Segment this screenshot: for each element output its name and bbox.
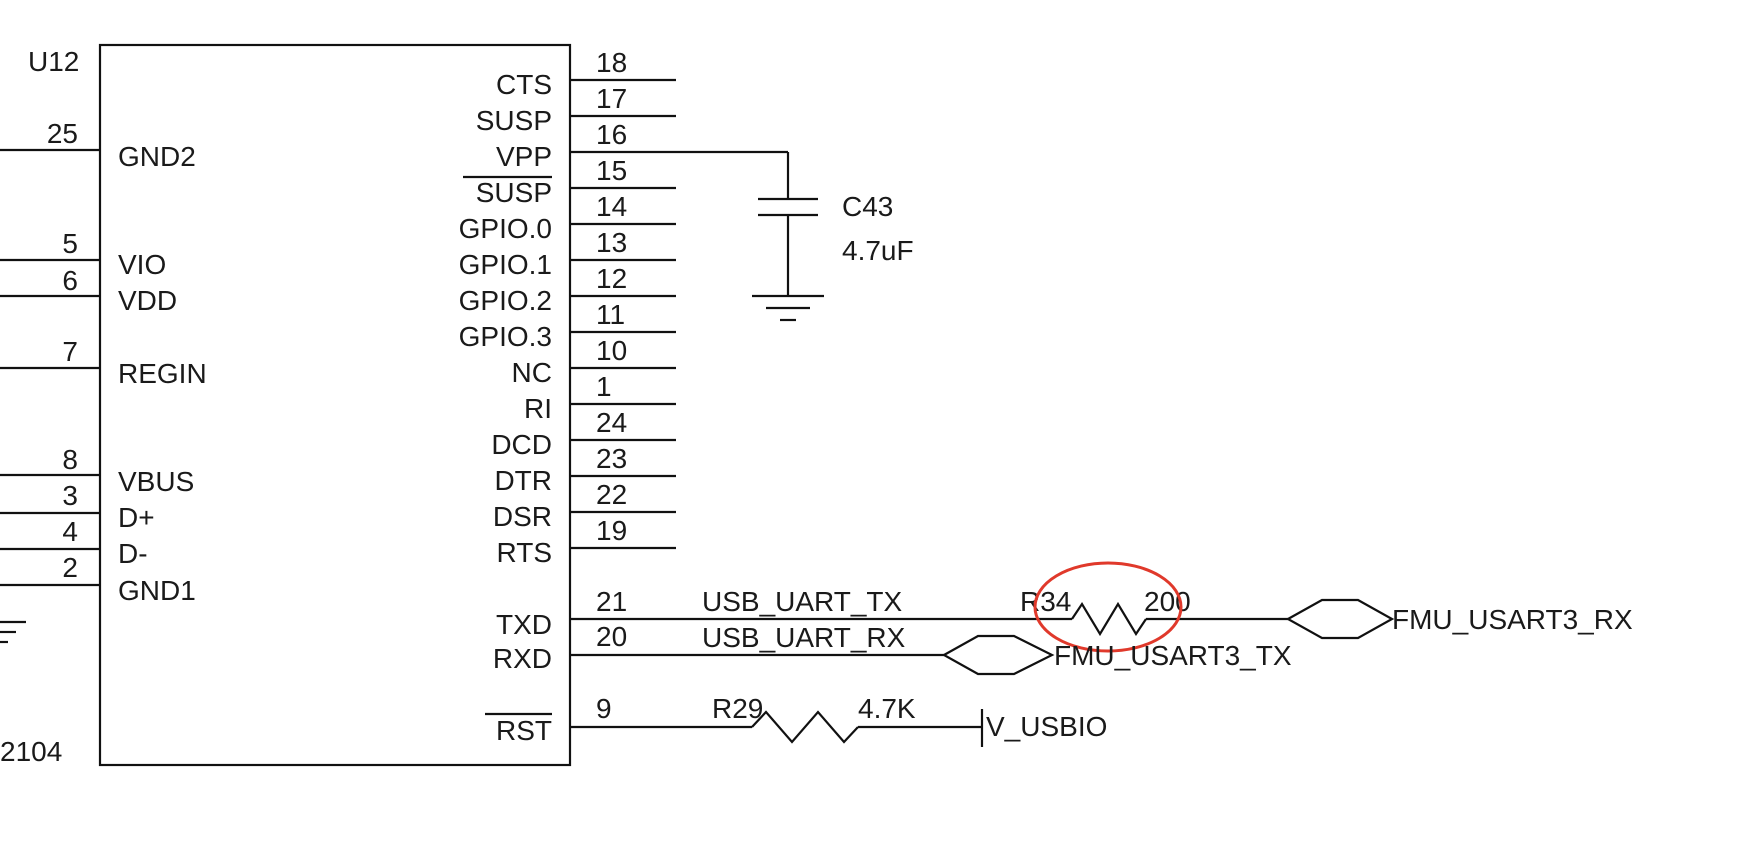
pin-number-9: 9 — [596, 693, 612, 724]
pin-name-gnd1: GND1 — [118, 575, 196, 606]
resistor-r34 — [1071, 601, 1147, 637]
pin-name-dminus: D- — [118, 538, 148, 569]
net-label-usb-uart-rx: USB_UART_RX — [702, 622, 906, 653]
rst-net-group: R29 4.7K V_USBIO — [570, 693, 1107, 747]
pin-name-gpio2: GPIO.2 — [459, 285, 552, 316]
pin-name-cts: CTS — [496, 69, 552, 100]
port-fmu-usart3-tx — [941, 634, 1055, 676]
pin-number-15: 15 — [596, 155, 627, 186]
pin-name-dcd: DCD — [491, 429, 552, 460]
pin-name-ri: RI — [524, 393, 552, 424]
net-label-usb-uart-tx: USB_UART_TX — [702, 586, 903, 617]
resistor-r34-value: 200 — [1144, 586, 1191, 617]
pin-name-vdd: VDD — [118, 285, 177, 316]
resistor-r29-refdes: R29 — [712, 693, 763, 724]
pin-number-14: 14 — [596, 191, 627, 222]
right-pin-group: 18 CTS 17 SUSP 16 VPP 15 SUSP 14 GPIO.0 … — [459, 47, 676, 746]
pin-name-vio: VIO — [118, 249, 166, 280]
pin-number-12: 12 — [596, 263, 627, 294]
ic-body — [98, 43, 572, 767]
capacitor-value: 4.7uF — [842, 235, 914, 266]
port-label-fmu-usart3-tx: FMU_USART3_TX — [1054, 640, 1292, 671]
ic-refdes: U12 — [28, 46, 79, 77]
resistor-r29-value: 4.7K — [858, 693, 916, 724]
pin-name-gnd2: GND2 — [118, 141, 196, 172]
capacitor-refdes: C43 — [842, 191, 893, 222]
pin-name-susp-bar: SUSP — [476, 177, 552, 208]
rx-net-group: USB_UART_RX FMU_USART3_TX — [570, 622, 1292, 676]
pin-number-19: 19 — [596, 515, 627, 546]
pin-number-6: 6 — [62, 265, 78, 296]
capacitor-c43-group: C43 4.7uF — [676, 150, 914, 322]
pin-name-rst-bar: RST — [496, 715, 552, 746]
power-net-v-usbio: V_USBIO — [986, 711, 1107, 742]
pin-number-4: 4 — [62, 516, 78, 547]
pin-number-18: 18 — [596, 47, 627, 78]
pin-name-susp: SUSP — [476, 105, 552, 136]
pin-number-3: 3 — [62, 480, 78, 511]
pin-number-7: 7 — [62, 336, 78, 367]
pin-number-22: 22 — [596, 479, 627, 510]
pin-name-rts: RTS — [497, 537, 553, 568]
pin-number-5: 5 — [62, 228, 78, 259]
left-pin-group: 25 GND2 5 VIO 6 VDD 7 REGIN 8 VBUS 3 D+ … — [0, 118, 207, 644]
pin-name-dsr: DSR — [493, 501, 552, 532]
pin-name-dtr: DTR — [494, 465, 552, 496]
resistor-r29 — [751, 710, 859, 744]
pin-number-2: 2 — [62, 552, 78, 583]
pin-number-25: 25 — [47, 118, 78, 149]
pin-number-20: 20 — [596, 621, 627, 652]
pin-number-24: 24 — [596, 407, 627, 438]
pin-name-txd: TXD — [496, 609, 552, 640]
pin-number-8: 8 — [62, 444, 78, 475]
resistor-r34-refdes: R34 — [1020, 586, 1071, 617]
port-label-fmu-usart3-rx: FMU_USART3_RX — [1392, 604, 1633, 635]
pin-name-regin: REGIN — [118, 358, 207, 389]
pin-name-gpio3: GPIO.3 — [459, 321, 552, 352]
pin-name-dplus: D+ — [118, 502, 155, 533]
pin-name-gpio1: GPIO.1 — [459, 249, 552, 280]
pin-name-gpio0: GPIO.0 — [459, 213, 552, 244]
pin-number-13: 13 — [596, 227, 627, 258]
port-fmu-usart3-rx — [1285, 598, 1395, 640]
pin-number-1: 1 — [596, 371, 612, 402]
pin-number-10: 10 — [596, 335, 627, 366]
pin-number-11: 11 — [596, 299, 625, 330]
ic-part-fragment: 2104 — [0, 736, 62, 767]
pin-number-16: 16 — [596, 119, 627, 150]
pin-name-vpp: VPP — [496, 141, 552, 172]
pin-number-21: 21 — [596, 586, 627, 617]
pin-number-23: 23 — [596, 443, 627, 474]
pin-name-nc: NC — [512, 357, 552, 388]
pin-name-vbus: VBUS — [118, 466, 194, 497]
tx-net-group: USB_UART_TX R34 200 FMU_USART3_RX — [570, 561, 1633, 653]
pin-name-rxd: RXD — [493, 643, 552, 674]
highlight-circle — [1033, 561, 1183, 653]
pin-number-17: 17 — [596, 83, 627, 114]
